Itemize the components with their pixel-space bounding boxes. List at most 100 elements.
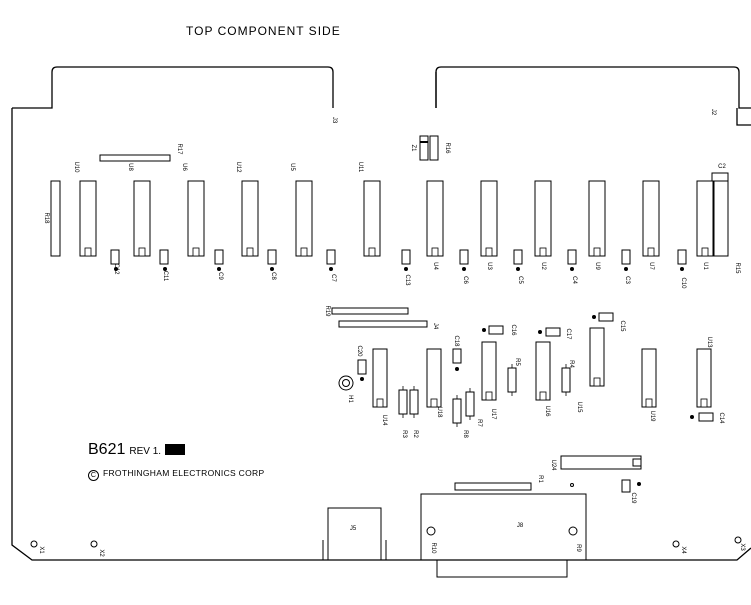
capacitor — [621, 249, 631, 265]
capacitor — [677, 249, 687, 265]
capacitor — [459, 249, 469, 265]
resistor-label: R7 — [476, 419, 482, 427]
connector-label: J5 — [350, 526, 357, 532]
capacitor — [621, 479, 631, 493]
capacitor-label: C12 — [113, 263, 119, 275]
polarity-dot — [680, 267, 684, 271]
capacitor-label: C8 — [270, 272, 276, 280]
polarity-dot — [482, 328, 486, 332]
ic-package — [426, 348, 442, 408]
capacitor-label: C19 — [630, 492, 636, 504]
connector-j5 — [327, 507, 382, 560]
ic-package — [241, 180, 259, 257]
resistor-network — [99, 154, 171, 162]
ic-notch — [368, 247, 376, 257]
ic-package — [372, 348, 388, 408]
ic-notch — [431, 247, 439, 257]
capacitor-label: C3 — [624, 276, 630, 284]
polarity-dot — [360, 377, 364, 381]
capacitor — [711, 172, 729, 182]
via — [570, 483, 574, 487]
component-label: R16 — [444, 142, 450, 154]
polarity-dot — [624, 267, 628, 271]
ic-package — [481, 341, 497, 401]
ic-notch — [192, 247, 200, 257]
resistor-label: R3 — [401, 430, 407, 438]
capacitor-label: C16 — [510, 324, 516, 336]
connector-j8-shroud — [436, 559, 568, 578]
mounting-hole — [426, 526, 436, 536]
ic-package — [426, 180, 444, 257]
ic-label: U17 — [490, 408, 496, 420]
connector-j8 — [420, 493, 587, 561]
connector-label: J2 — [710, 109, 716, 116]
resistor-network — [331, 307, 409, 315]
capacitor-label: C5 — [517, 276, 523, 284]
ic-notch — [485, 391, 493, 401]
mounting-hole-inner — [342, 379, 350, 387]
mounting-hole — [734, 536, 742, 544]
capacitor — [545, 327, 561, 337]
fiducial-label: X2 — [98, 549, 104, 557]
polarity-dot — [462, 267, 466, 271]
resistor-label: R4 — [568, 360, 574, 368]
component-label: R10 — [430, 542, 436, 554]
capacitor — [357, 359, 367, 375]
ic-label: U5 — [289, 163, 295, 171]
ic-label: U11 — [357, 162, 363, 173]
ic-package — [641, 348, 657, 408]
ic-notch — [485, 247, 493, 257]
component-label: R18 — [43, 212, 49, 224]
ic-label: U1 — [702, 262, 708, 270]
mounting-hole — [672, 540, 680, 548]
capacitor-label: C17 — [565, 328, 571, 340]
board-number: B621 — [88, 441, 126, 458]
resistor-label: R5 — [514, 358, 520, 366]
capacitor-label: C13 — [404, 274, 410, 286]
company-name: FROTHINGHAM ELECTRONICS CORP — [103, 468, 265, 478]
ic-notch — [647, 247, 655, 257]
ic-notch — [700, 398, 708, 408]
ic-notch — [430, 398, 438, 408]
page-title: TOP COMPONENT SIDE — [186, 24, 341, 38]
copyright-symbol: C — [88, 470, 99, 481]
ic-notch — [701, 247, 709, 257]
resistor — [507, 367, 517, 393]
polarity-dot — [163, 267, 167, 271]
capacitor — [159, 249, 169, 265]
ic-package — [480, 180, 498, 257]
ic-notch — [593, 247, 601, 257]
resistor-network — [454, 482, 532, 491]
mounting-hole — [30, 540, 38, 548]
component-label: R19 — [324, 305, 330, 317]
capacitor — [698, 412, 714, 422]
capacitor-label: C18 — [453, 335, 459, 347]
resistor-label: R8 — [462, 430, 468, 438]
mounting-hole — [338, 375, 354, 391]
ic-notch — [645, 398, 653, 408]
ic-label: U6 — [181, 163, 187, 171]
ic-label: U4 — [432, 262, 438, 270]
capacitor-label: C10 — [680, 277, 686, 289]
revision-label: REV 1. — [129, 446, 162, 457]
resistor — [429, 135, 439, 161]
ic-label: U10 — [73, 161, 79, 173]
connector-label: J4 — [432, 323, 438, 330]
component-label: R9 — [575, 544, 581, 552]
capacitor — [110, 249, 120, 265]
capacitor — [214, 249, 224, 265]
right-notch — [736, 108, 751, 126]
ic-label: U12 — [235, 161, 241, 173]
ic-notch — [539, 391, 547, 401]
polarity-dot — [637, 482, 641, 486]
hole-label: H1 — [347, 395, 353, 403]
ic-package — [696, 180, 714, 257]
component-label: R15 — [734, 262, 740, 274]
fiducial-label: X1 — [38, 546, 44, 554]
fiducial-label: X4 — [680, 546, 686, 554]
ic-label: U8 — [127, 163, 133, 171]
capacitor — [488, 325, 504, 335]
diode — [419, 135, 429, 161]
component-label: R17 — [176, 143, 182, 155]
